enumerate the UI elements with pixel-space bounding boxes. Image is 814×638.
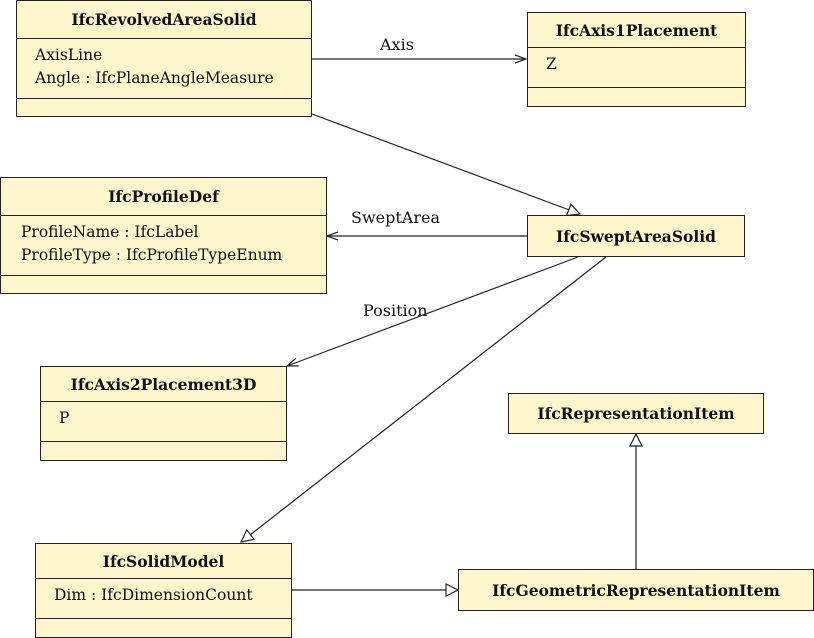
attribute: Dim : IfcDimensionCount <box>54 586 253 604</box>
class-ifcprofiledef: IfcProfileDef ProfileName : IfcLabel Pro… <box>0 177 327 294</box>
class-name: IfcAxis1Placement <box>528 13 745 48</box>
class-name: IfcSolidModel <box>36 544 291 579</box>
class-name: IfcAxis2Placement3D <box>41 367 286 402</box>
class-ifcrevolvedareasolid: IfcRevolvedAreaSolid AxisLine Angle : If… <box>16 0 312 117</box>
class-ifcgeometricrepresentationitem: IfcGeometricRepresentationItem <box>458 569 814 611</box>
class-ifcsweptareasolid: IfcSweptAreaSolid <box>527 215 745 257</box>
attribute: AxisLine <box>35 46 103 64</box>
position-association-line <box>287 256 579 366</box>
class-name: IfcSweptAreaSolid <box>556 226 716 246</box>
class-name: IfcRevolvedAreaSolid <box>17 1 311 39</box>
swept-area-label: SweptArea <box>351 208 441 227</box>
attribute: P <box>59 409 70 427</box>
attribute: Angle : IfcPlaneAngleMeasure <box>35 69 274 87</box>
attribute-list: P <box>41 402 286 442</box>
class-ifcrepresentationitem: IfcRepresentationItem <box>508 393 764 434</box>
attribute-list: AxisLine Angle : IfcPlaneAngleMeasure <box>17 39 311 99</box>
class-name: IfcProfileDef <box>1 178 326 216</box>
class-ifcaxis1placement: IfcAxis1Placement Z <box>527 12 746 107</box>
axis-label: Axis <box>380 35 414 54</box>
attribute-list: ProfileName : IfcLabel ProfileType : Ifc… <box>1 216 326 276</box>
attribute-list: Dim : IfcDimensionCount <box>36 579 291 619</box>
class-ifcaxis2placement3d: IfcAxis2Placement3D P <box>40 366 287 461</box>
position-label: Position <box>363 301 428 320</box>
attribute: Z <box>546 55 557 73</box>
class-name: IfcRepresentationItem <box>537 404 735 423</box>
attribute-list: Z <box>528 48 745 88</box>
attribute: ProfileType : IfcProfileTypeEnum <box>21 246 283 264</box>
attribute: ProfileName : IfcLabel <box>21 223 199 241</box>
class-name: IfcGeometricRepresentationItem <box>492 580 780 600</box>
swept-generalization-line <box>241 256 607 542</box>
revolved-generalization-line <box>311 113 580 214</box>
class-ifcsolidmodel: IfcSolidModel Dim : IfcDimensionCount <box>35 543 292 638</box>
